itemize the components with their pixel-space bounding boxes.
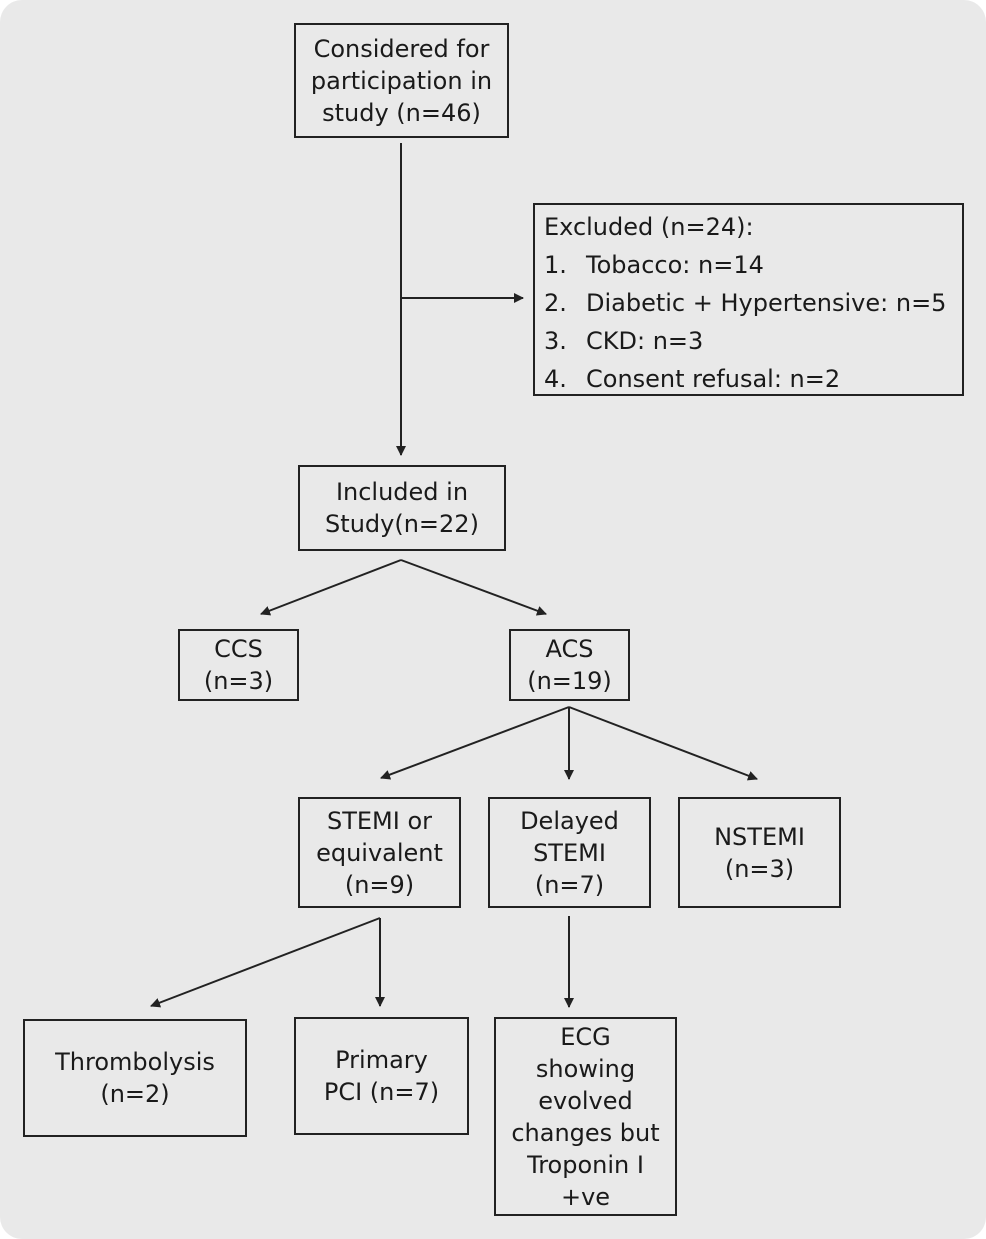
box-nstemi: NSTEMI (n=3) xyxy=(678,797,841,908)
excluded-item-text: Diabetic + Hypertensive: n=5 xyxy=(586,289,947,317)
included-line-1: Included in xyxy=(335,478,469,506)
delayed-stemi-line-3: (n=7) xyxy=(534,870,605,899)
box-stemi: STEMI or equivalent (n=9) xyxy=(298,797,461,908)
stemi-line-1: STEMI or xyxy=(326,806,433,835)
excluded-item-number: 2. xyxy=(544,289,567,317)
stemi-line-2: equivalent xyxy=(316,838,443,867)
thrombolysis-line-1: Thrombolysis xyxy=(55,1048,215,1076)
box-ccs: CCS (n=3) xyxy=(178,629,299,701)
considered-line-1: Considered for xyxy=(313,34,490,63)
excluded-item-number: 4. xyxy=(544,365,567,393)
excluded-item-text: Consent refusal: n=2 xyxy=(586,365,841,393)
arrow-included-to-acs xyxy=(400,559,547,616)
ecg-line-3: evolved xyxy=(538,1086,633,1115)
acs-line-1: ACS xyxy=(545,635,594,663)
box-delayed-stemi: Delayed STEMI (n=7) xyxy=(488,797,651,908)
box-included: Included in Study(n=22) xyxy=(298,465,506,551)
excluded-list: 1. Tobacco: n=14 2. Diabetic + Hypertensiv… xyxy=(544,246,962,398)
excluded-item-text: CKD: n=3 xyxy=(586,327,704,355)
box-acs: ACS (n=19) xyxy=(509,629,630,701)
considered-line-2: participation in xyxy=(310,66,493,95)
box-ecg: ECG showing evolved changes but Troponin… xyxy=(494,1017,677,1216)
ecg-line-2: showing xyxy=(535,1054,636,1083)
ccs-line-2: (n=3) xyxy=(203,667,274,695)
excluded-item-number: 3. xyxy=(544,327,567,355)
considered-line-3: study (n=46) xyxy=(322,98,481,127)
nstemi-line-2: (n=3) xyxy=(724,854,795,883)
box-excluded: Excluded (n=24): 1. Tobacco: n=14 2. Diabe… xyxy=(533,203,964,396)
arrow-included-to-ccs xyxy=(260,559,402,616)
excluded-item: 1. Tobacco: n=14 xyxy=(544,246,962,284)
box-primary-pci: Primary PCI (n=7) xyxy=(294,1017,469,1135)
box-thrombolysis: Thrombolysis (n=2) xyxy=(23,1019,247,1137)
excluded-item-text: Tobacco: n=14 xyxy=(586,251,764,279)
excluded-item-number: 1. xyxy=(544,251,567,279)
primary-pci-line-2: PCI (n=7) xyxy=(323,1078,440,1106)
thrombolysis-line-2: (n=2) xyxy=(100,1080,170,1108)
ecg-line-6: +ve xyxy=(560,1182,611,1211)
excluded-title: Excluded (n=24): xyxy=(544,213,754,241)
nstemi-line-1: NSTEMI xyxy=(714,822,805,851)
ecg-line-4: changes but xyxy=(511,1118,660,1147)
box-considered: Considered for participation in study (n… xyxy=(294,23,509,138)
arrow-acs-to-nstemi xyxy=(568,706,758,781)
excluded-item: 4. Consent refusal: n=2 xyxy=(544,360,962,398)
acs-line-2: (n=19) xyxy=(527,667,612,695)
primary-pci-line-1: Primary xyxy=(335,1046,428,1074)
stemi-line-3: (n=9) xyxy=(344,870,415,899)
delayed-stemi-line-1: Delayed xyxy=(520,806,619,835)
excluded-item: 2. Diabetic + Hypertensive: n=5 xyxy=(544,284,962,322)
ecg-line-5: Troponin I xyxy=(527,1150,644,1179)
excluded-item: 3. CKD: n=3 xyxy=(544,322,962,360)
arrow-acs-to-stemi xyxy=(380,706,570,780)
ccs-line-1: CCS xyxy=(214,635,263,663)
included-line-2: Study(n=22) xyxy=(325,510,479,538)
arrow-stemi-to-thrombolysis xyxy=(150,917,381,1008)
delayed-stemi-line-2: STEMI xyxy=(533,838,606,867)
ecg-line-1: ECG xyxy=(560,1022,611,1051)
